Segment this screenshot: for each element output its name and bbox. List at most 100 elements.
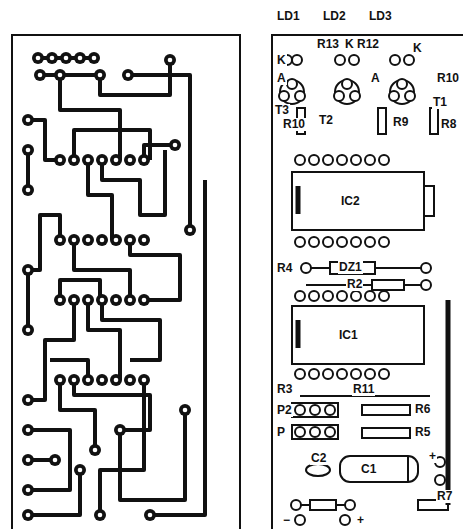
pcb-shape: [446, 300, 451, 505]
part-label: DZ1: [338, 261, 363, 274]
pcb-shape: [309, 369, 319, 379]
pcb-shape: [169, 139, 181, 151]
pcb-shape: [54, 234, 66, 246]
pcb-shape: [350, 91, 360, 101]
pcb-shape: [325, 405, 335, 415]
part-label: R5: [414, 426, 431, 439]
pcb-shape: [68, 154, 80, 166]
copper-pads: [22, 52, 196, 521]
pcb-shape: [337, 369, 347, 379]
part-label: C2: [310, 452, 327, 465]
pcb-shape: [96, 374, 108, 386]
part-label: K: [344, 38, 355, 51]
pcb-shape: [22, 454, 34, 466]
pcb-shape: [124, 154, 136, 166]
pcb-shape: [120, 410, 185, 500]
pcb-shape: [102, 150, 165, 215]
pcb-shape: [74, 52, 86, 64]
part-label: T2: [318, 114, 334, 127]
pcb-shape: [144, 509, 156, 521]
pcb-shape: [68, 294, 80, 306]
part-label: K: [412, 42, 423, 55]
pcb-shape: [310, 405, 320, 415]
pcb-shape: [68, 234, 80, 246]
pcb-shape: [110, 154, 122, 166]
pcb-shape: [292, 425, 338, 439]
pcb-shape: [179, 404, 191, 416]
pcb-shape: [340, 456, 418, 482]
pcb-shape: [184, 224, 196, 236]
pcb-shape: [54, 69, 66, 81]
pcb-shape: [306, 284, 426, 286]
pcb-shape: [82, 234, 94, 246]
pcb-shape: [22, 324, 34, 336]
pcb-shape: [421, 263, 431, 273]
part-label: A: [370, 72, 381, 85]
pcb-shape: [94, 509, 106, 521]
pcb-shape: [351, 237, 361, 247]
pcb-shape: [424, 186, 434, 216]
pcb-shape: [82, 294, 94, 306]
pcb-shape: [323, 237, 333, 247]
pcb-shape: [74, 380, 150, 430]
pcb-shape: [138, 154, 150, 166]
pcb-shape: [337, 237, 347, 247]
pcb-shape: [295, 237, 305, 247]
pcb-shape: [28, 300, 74, 400]
part-label: R2: [346, 278, 363, 291]
pcb-shape: [102, 300, 160, 360]
pcb-shape: [292, 306, 424, 364]
pcb-shape: [68, 374, 80, 386]
pcb-shape: [287, 79, 297, 89]
pcb-shape: [365, 155, 375, 165]
pcb-shape: [323, 155, 333, 165]
pcb-shape: [407, 456, 409, 482]
pcb-shape: [292, 55, 302, 65]
pcb-shape: [372, 280, 404, 290]
pcb-shape: [124, 294, 136, 306]
pcb-shape: [110, 294, 122, 306]
pcb-shape: [309, 291, 319, 301]
component-side: [272, 35, 463, 529]
pcb-shape: [335, 55, 345, 65]
pcb-shape: [292, 403, 338, 417]
pcb-shape: [34, 69, 46, 81]
part-label: R13: [316, 38, 340, 51]
part-label: R8: [440, 118, 457, 131]
pcb-shape: [122, 69, 134, 81]
pcb-shape: [404, 55, 414, 65]
pcb-shape: [390, 55, 400, 65]
pcb-shape: [351, 291, 361, 301]
pcb-shape: [421, 280, 431, 290]
copper-traces: [28, 58, 205, 515]
pcb-shape: [337, 155, 347, 165]
pcb-shape: [306, 464, 330, 476]
part-label: +: [428, 450, 437, 463]
pcb-shape: [351, 155, 361, 165]
pcb-shape: [435, 475, 445, 485]
pcb-shape: [310, 427, 320, 437]
pcb-shape: [334, 91, 344, 101]
pcb-shape: [365, 237, 375, 247]
pcb-shape: [96, 294, 108, 306]
pcb-shape: [110, 234, 122, 246]
pcb-shape: [365, 291, 375, 301]
part-label: P2: [276, 404, 293, 417]
part-label: K: [276, 54, 287, 67]
pcb-shape: [22, 184, 34, 196]
pcb-shape: [345, 500, 355, 510]
part-label: R7: [436, 490, 453, 503]
pcb-shape: [330, 262, 375, 274]
pcb-shape: [22, 509, 34, 521]
pcb-shape: [291, 500, 301, 510]
pcb-shape: [378, 108, 386, 134]
pcb-shape: [272, 35, 463, 529]
pcb-shape: [295, 515, 305, 525]
pcb-shape: [12, 35, 240, 529]
part-label: R9: [392, 116, 409, 129]
pcb-shape: [110, 374, 122, 386]
part-label: R10: [282, 118, 306, 131]
pcb-shape: [28, 470, 80, 515]
pcb-shape: [60, 75, 120, 160]
